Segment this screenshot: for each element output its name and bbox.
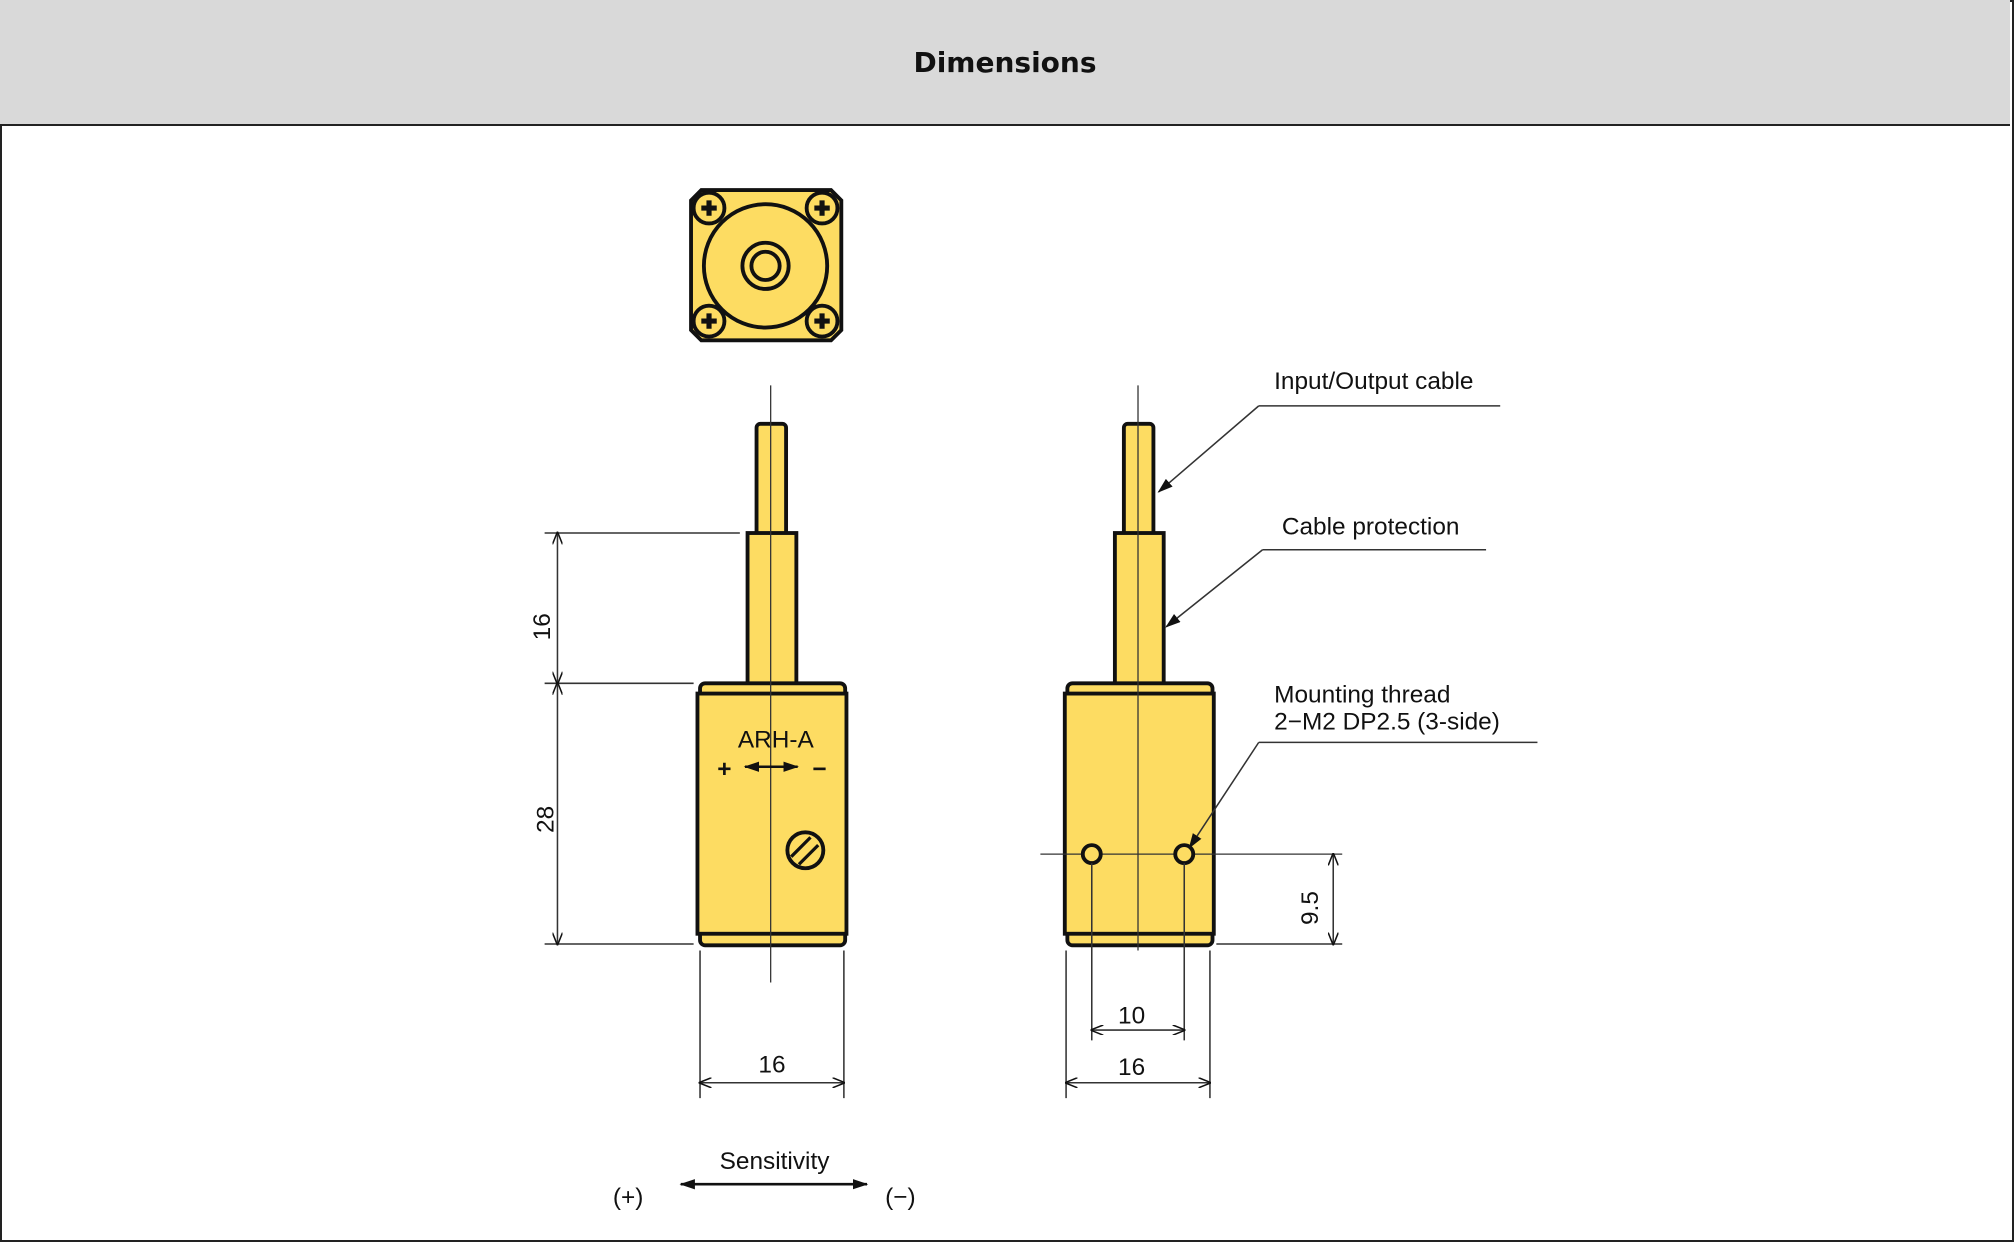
dim-cable-protection: 16 [529,613,556,640]
mounting-hole [1173,843,1196,866]
dim-hole-height: 9.5 [1297,891,1324,925]
top-view [689,188,844,343]
mounting-hole [1080,843,1103,866]
callout-cable: Input/Output cable [1274,368,1473,395]
dim-side-width: 16 [1118,1054,1145,1081]
dim-body-height: 28 [533,806,560,833]
sensitivity-plus: (+) [613,1184,644,1211]
side-view: 9.5 10 16 Input/Output cable Cable prote… [1040,368,1538,1099]
sensitivity-label: Sensitivity [720,1148,831,1175]
adjust-screw-icon [785,830,826,871]
callout-thread-line1: Mounting thread [1274,682,1450,709]
dim-hole-spacing: 10 [1118,1003,1145,1030]
sensitivity-legend: Sensitivity (+) (−) [613,1148,916,1211]
front-view: ARH-A + − 16 28 16 [529,385,849,1099]
plus-sign: + [717,756,731,783]
sensitivity-minus: (−) [885,1184,916,1211]
page-title: Dimensions [913,45,1097,79]
screw-icon [691,190,840,339]
model-label: ARH-A [738,727,815,754]
minus-sign: − [812,756,826,783]
section-header: Dimensions [0,0,2010,126]
callout-thread-line2: 2−M2 DP2.5 (3-side) [1274,709,1500,736]
callout-protection: Cable protection [1282,513,1460,540]
dim-front-width: 16 [758,1051,785,1078]
